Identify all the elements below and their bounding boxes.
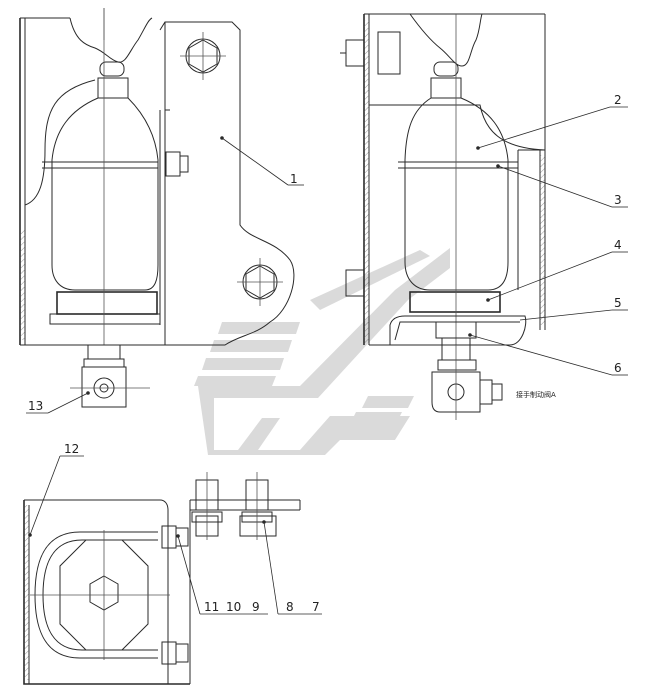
label-5: 5 [614, 296, 622, 310]
label-10: 10 [226, 600, 241, 614]
clamp-bolt-top [161, 525, 177, 549]
label-6: 6 [614, 361, 622, 375]
side-bolt [165, 151, 181, 177]
fitting-annotation: 接手制动阀A [516, 390, 556, 399]
right-view [340, 13, 546, 420]
tray [389, 315, 527, 346]
left-view [19, 8, 295, 408]
frame-hatch [20, 230, 25, 340]
clamp-bolt-bottom [161, 641, 177, 665]
accumulator-body [51, 97, 159, 291]
part-labels: 1 2 3 4 5 6 7 8 9 10 11 12 13 接手制动阀A [28, 93, 622, 614]
label-2: 2 [614, 93, 622, 107]
label-13: 13 [28, 399, 43, 413]
wall-bolt-bottom [345, 269, 365, 297]
elbow-fitting-right [431, 371, 481, 413]
bottom-view [23, 472, 301, 685]
watermark-logo [194, 248, 450, 455]
valve-neck [97, 77, 129, 99]
elbow-fitting [81, 366, 127, 408]
bottle-base [56, 291, 158, 315]
label-12: 12 [64, 442, 79, 456]
accumulator-body-right [404, 97, 509, 291]
label-3: 3 [614, 193, 622, 207]
label-1: 1 [290, 172, 298, 186]
label-9: 9 [252, 600, 260, 614]
label-7: 7 [312, 600, 320, 614]
wall-hatch [364, 20, 369, 345]
label-8: 8 [286, 600, 294, 614]
bracket-plate [159, 21, 295, 346]
bottle-octagon [59, 539, 149, 651]
label-11: 11 [204, 600, 219, 614]
valve-cap [99, 61, 125, 77]
wall-bolt-top [345, 39, 365, 67]
bottom-fitting [87, 344, 121, 360]
leader-lines [26, 106, 628, 615]
label-4: 4 [614, 238, 622, 252]
